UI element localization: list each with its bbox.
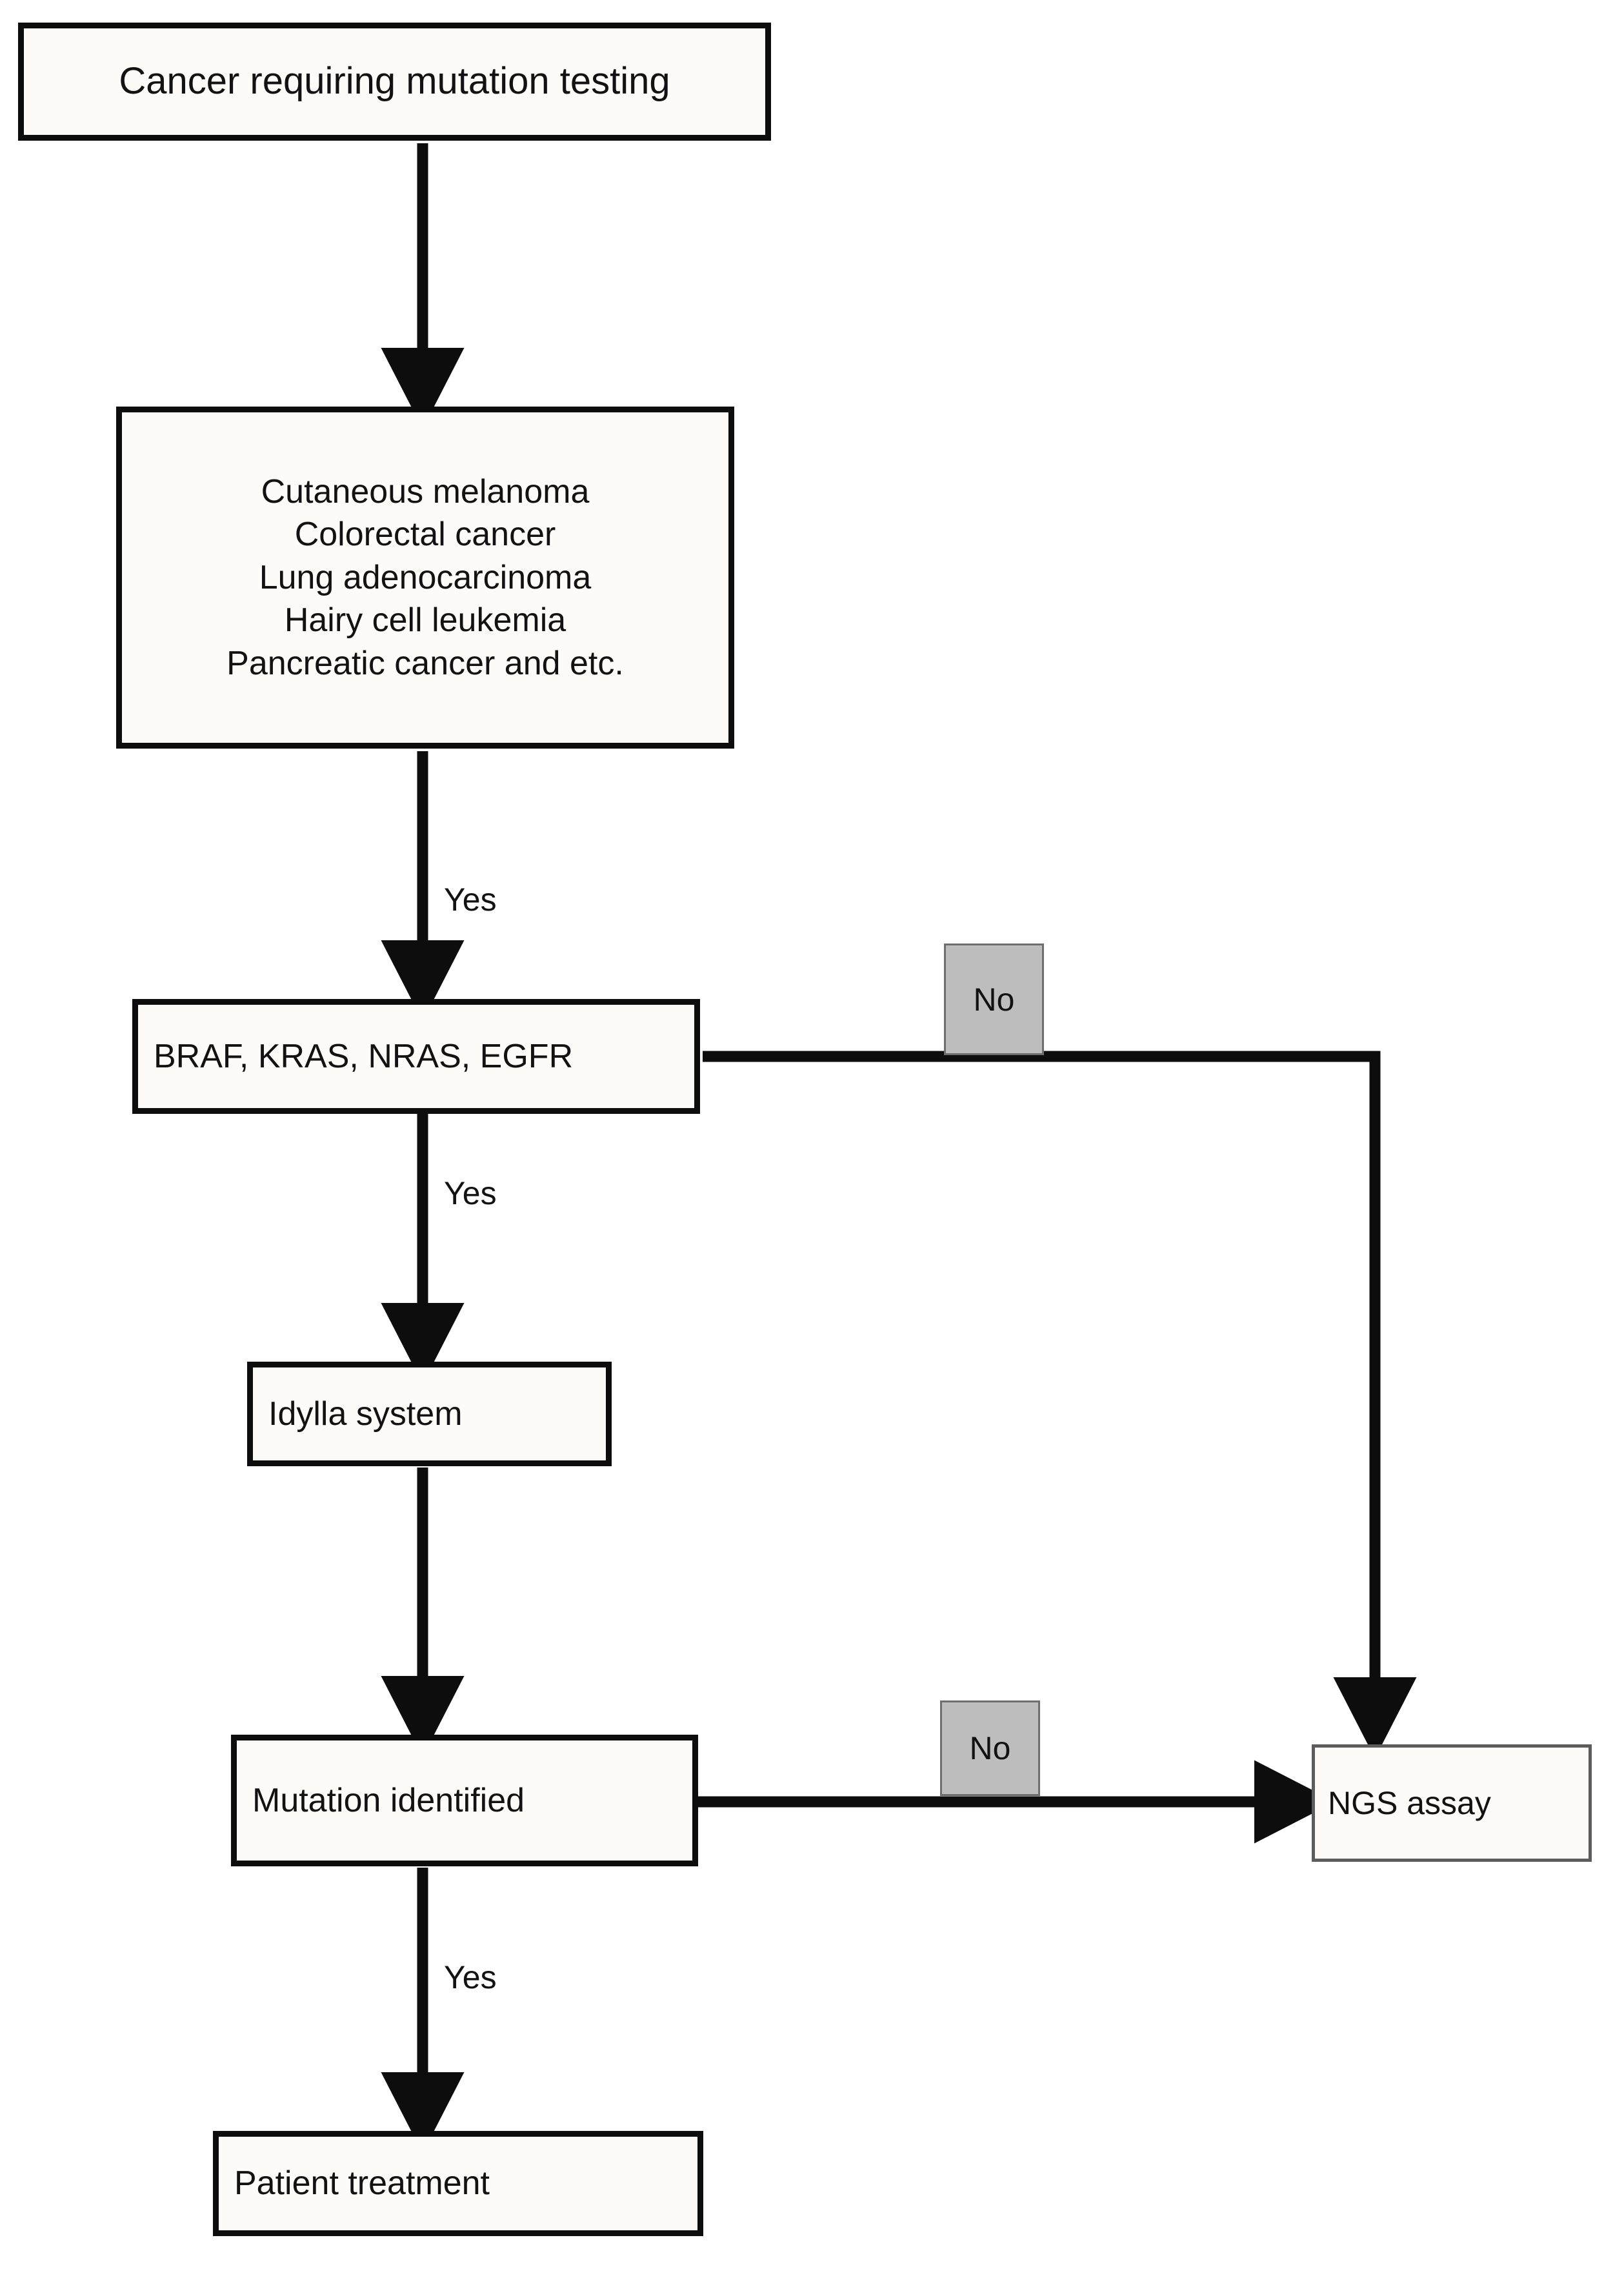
node-label: BRAF, KRAS, NRAS, EGFR [154,1037,574,1075]
edge-label-yes-gene-panel: Yes [444,882,497,918]
cancer-type-item: Colorectal cancer [294,516,556,554]
cancer-type-item: Hairy cell leukemia [284,601,566,640]
node-label: Patient treatment [234,2164,490,2203]
node-gene-panel[interactable]: BRAF, KRAS, NRAS, EGFR [132,999,700,1114]
cancer-type-item: Lung adenocarcinoma [259,558,592,596]
edge-label-yes-idylla: Yes [444,1175,497,1211]
node-ngs-assay[interactable]: NGS assay [1312,1744,1592,1862]
cancer-type-item: Cutaneous melanoma [261,472,590,510]
no-chip-label: No [973,981,1015,1018]
node-label: Cancer requiring mutation testing [119,60,670,103]
edge-label-no-gene-panel: No [944,943,1044,1055]
node-mutation-identified[interactable]: Mutation identified [231,1735,698,1866]
edge-gene-panel-to-ngs-assay-no [703,1051,1417,1759]
node-label: NGS assay [1328,1785,1491,1821]
node-cancer-types[interactable]: Cutaneous melanoma Colorectal cancer Lun… [116,407,734,749]
node-label: Mutation identified [252,1781,525,1819]
cancer-types-list: Cutaneous melanoma Colorectal cancer Lun… [122,470,728,685]
node-patient-treatment[interactable]: Patient treatment [213,2131,703,2236]
edge-label-no-mutation: No [940,1700,1040,1796]
edge-label-yes-treatment: Yes [444,1959,497,1995]
no-chip-label: No [969,1730,1011,1766]
node-idylla-system[interactable]: Idylla system [247,1362,612,1466]
node-label: Idylla system [268,1395,463,1433]
node-cancer-requiring-mutation-testing[interactable]: Cancer requiring mutation testing [18,23,771,141]
cancer-type-item: Pancreatic cancer and etc. [226,644,624,682]
